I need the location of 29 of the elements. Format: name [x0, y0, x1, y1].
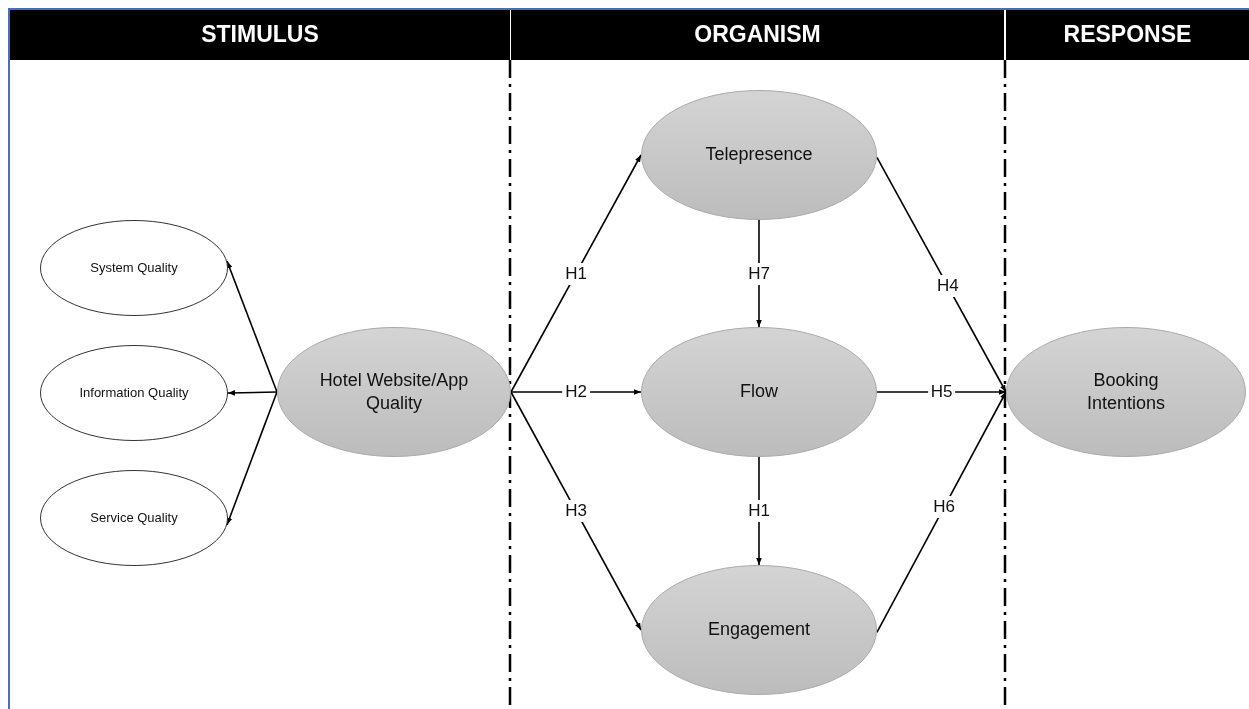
- construct-ellipse: [1006, 327, 1246, 457]
- construct-ellipse: [277, 327, 511, 457]
- construct-ellipse: [641, 90, 877, 220]
- header-band: [10, 10, 510, 60]
- arrow: [876, 156, 1007, 393]
- arrow: [226, 260, 278, 393]
- construct-ellipse: [40, 220, 228, 316]
- node-label: Flow: [740, 380, 778, 404]
- header-band: [1006, 10, 1249, 60]
- node-label: Service Quality: [90, 509, 178, 527]
- node-label: Engagement: [707, 618, 811, 642]
- node-label: ORGANISM: [694, 20, 821, 50]
- construct-ellipse: [40, 345, 228, 441]
- node-label: STIMULUS: [201, 20, 319, 50]
- construct-ellipse: [641, 327, 877, 457]
- header-band: [511, 10, 1004, 60]
- arrow: [510, 154, 642, 393]
- node-label: Booking Intentions: [1085, 368, 1167, 415]
- arrow: [510, 391, 642, 631]
- node-label: Information Quality: [79, 384, 189, 402]
- node-label: Telepresence: [705, 143, 813, 167]
- node-label: System Quality: [90, 259, 178, 277]
- arrow: [227, 390, 278, 396]
- construct-ellipse: [641, 565, 877, 695]
- construct-ellipse: [40, 470, 228, 566]
- arrow: [876, 391, 1007, 634]
- arrow: [226, 391, 278, 526]
- node-label: RESPONSE: [1063, 20, 1192, 50]
- node-label: Hotel Website/App Quality: [319, 368, 469, 415]
